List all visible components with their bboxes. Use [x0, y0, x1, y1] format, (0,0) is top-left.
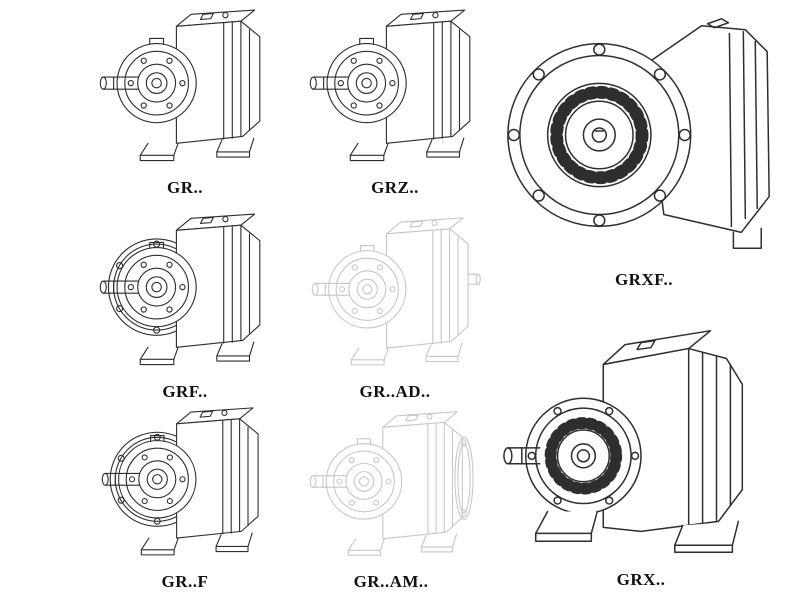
figure-grad: GR..AD.. [290, 212, 500, 406]
gearbox-drawing-grad [311, 217, 481, 366]
model-label-grf: GRF.. [162, 382, 208, 401]
figure-grx: GRX.. [492, 298, 790, 594]
figure-gram: GR..AM.. [286, 406, 496, 596]
figure-grft: GR..F [80, 402, 290, 596]
gearbox-drawing-grf [99, 213, 261, 366]
figure-grxf: GRXF.. [495, 2, 793, 294]
gearbox-drawing-grz [309, 9, 471, 162]
model-label-gram: GR..AM.. [353, 572, 429, 591]
figure-gr: GR.. [80, 4, 290, 202]
gearbox-drawing-gr [99, 9, 261, 162]
figure-grz: GRZ.. [290, 4, 500, 202]
gearbox-drawing-grxf [495, 2, 793, 268]
gearbox-drawing-grx [492, 298, 790, 568]
figure-grf: GRF.. [80, 208, 290, 406]
gearbox-drawing-gram [309, 411, 474, 556]
model-label-grxf: GRXF.. [614, 270, 674, 289]
model-label-grad: GR..AD.. [359, 382, 431, 401]
gearbox-drawing-grft [101, 407, 259, 556]
model-label-grz: GRZ.. [371, 178, 419, 197]
model-label-grft: GR..F [161, 572, 209, 591]
model-label-gr: GR.. [167, 178, 203, 197]
model-label-grx: GRX.. [616, 570, 666, 589]
